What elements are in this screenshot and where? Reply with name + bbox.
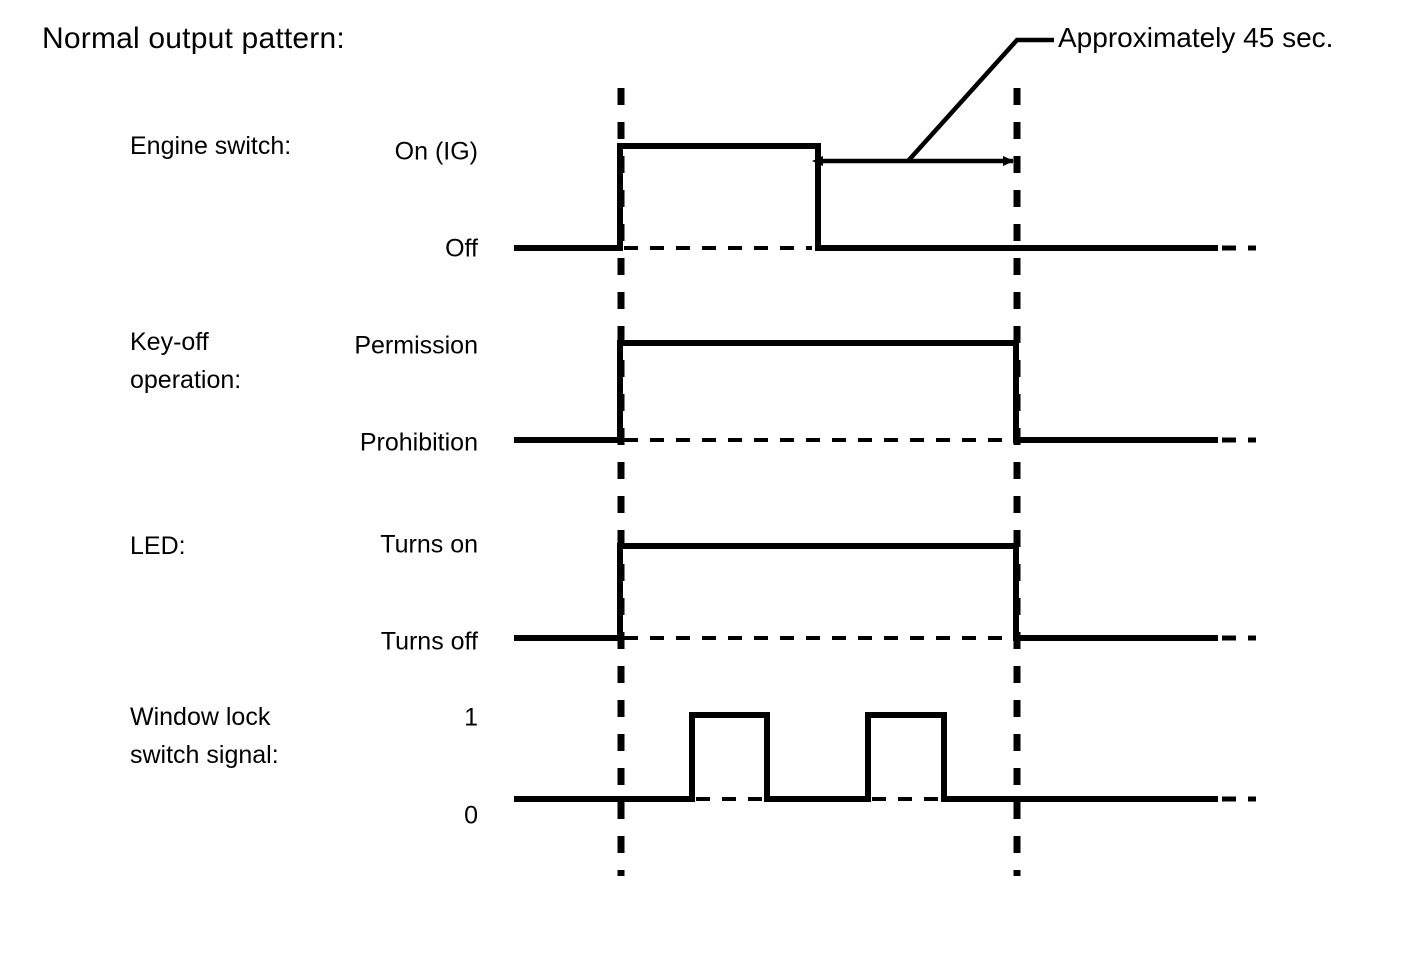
row-label-key-off-operation-line1: Key-off (130, 328, 209, 356)
level-label-keyoff-prohibition: Prohibition (359, 428, 478, 457)
callout-leader (812, 37, 1054, 166)
waveform-key-off-operation-trace (514, 340, 1218, 443)
row-label-led: LED: (130, 532, 186, 560)
level-label-window-lock-zero: 0 (464, 801, 478, 830)
waveform-led (514, 543, 1256, 641)
callout-approximately-45-sec: Approximately 45 sec. (1058, 22, 1334, 53)
callout-leader-line (906, 37, 1054, 163)
waveform-window-lock-switch-signal (514, 712, 1256, 802)
waveform-led-trace (514, 543, 1218, 641)
level-label-window-lock-one: 1 (464, 703, 478, 732)
row-label-window-lock-line2: switch signal: (130, 741, 279, 769)
row-label-window-lock-switch-signal: Window lock switch signal: (130, 698, 410, 774)
time-marker-lines (617, 88, 1021, 876)
waveform-window-lock-trace (514, 712, 1218, 802)
page-title: Normal output pattern: (42, 22, 345, 55)
waveform-engine-switch-trace (514, 143, 1218, 251)
level-label-engine-on: On (IG) (394, 137, 478, 166)
waveform-key-off-operation (514, 340, 1256, 443)
level-label-led-turns-on: Turns on (380, 530, 478, 559)
row-label-key-off-operation: Key-off operation: (130, 323, 390, 399)
level-label-keyoff-permission: Permission (354, 331, 478, 360)
level-label-engine-off: Off (445, 234, 478, 263)
row-label-key-off-operation-line2: operation: (130, 366, 242, 394)
row-label-window-lock-line1: Window lock (130, 703, 271, 731)
waveform-engine-switch (514, 143, 1256, 251)
level-label-led-turns-off: Turns off (380, 627, 478, 656)
row-label-engine-switch: Engine switch: (130, 132, 292, 160)
